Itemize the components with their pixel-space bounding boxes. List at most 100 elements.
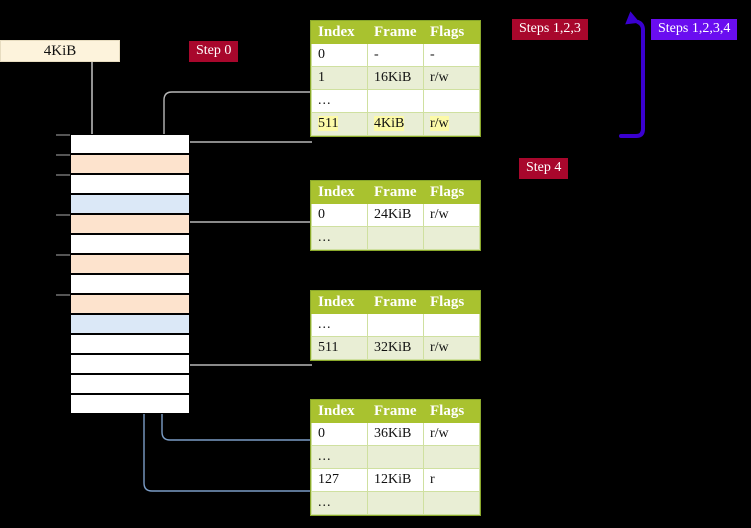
table-cell-frame <box>367 445 424 469</box>
memory-frame-row <box>56 294 190 314</box>
table-cell-frame: 24KiB <box>367 203 424 227</box>
table-row: 0 - - <box>311 43 480 67</box>
table-cell-index: ... <box>311 491 368 515</box>
table-cell-frame <box>367 313 424 337</box>
table-cell-flags: r <box>423 468 480 492</box>
table-cell-frame: 16KiB <box>367 66 424 90</box>
cell-value: 1 <box>318 70 325 85</box>
ellipsis-label: ... <box>318 317 332 332</box>
table-row: ... <box>311 445 480 469</box>
table-row: 1 16KiB r/w <box>311 66 480 90</box>
table-cell-index: 127 <box>311 468 368 492</box>
table-cell-frame: 12KiB <box>367 468 424 492</box>
cell-value: 16KiB <box>374 70 412 85</box>
memory-frame-row <box>56 154 190 174</box>
cell-value: r/w <box>430 70 449 85</box>
column-header-flags: Flags <box>423 21 480 44</box>
memory-frame-row <box>70 274 190 294</box>
cell-value: r/w <box>430 116 449 131</box>
table-cell-frame: 4KiB <box>367 112 424 136</box>
badge-step-4: Step 4 <box>519 158 569 179</box>
table-row: 0 36KiB r/w <box>311 422 480 446</box>
wire-table2-row511-to-memory <box>175 305 312 366</box>
cell-value: 24KiB <box>374 207 412 222</box>
table-cell-index: 0 <box>311 203 368 227</box>
table-row: 511 4KiB r/w <box>311 112 480 136</box>
column-header-frame: Frame <box>367 400 424 423</box>
wire-table0-row511-to-memory <box>175 141 312 217</box>
column-header-frame: Frame <box>367 181 424 204</box>
cell-value: 511 <box>318 340 339 355</box>
column-header-flags: Flags <box>423 291 480 314</box>
table-cell-flags <box>423 313 480 337</box>
table-cell-index: ... <box>311 445 368 469</box>
ellipsis-label: ... <box>318 449 332 464</box>
cell-value: 511 <box>318 116 339 131</box>
memory-frame-row <box>56 134 190 154</box>
cell-value: 12KiB <box>374 472 412 487</box>
table-cell-index: ... <box>311 89 368 113</box>
frame-size-box: 4KiB <box>0 40 120 62</box>
cell-value: 0 <box>318 207 325 222</box>
ellipsis-label: ... <box>318 230 332 245</box>
memory-frame-row <box>70 334 190 354</box>
memory-frame-row <box>56 214 190 234</box>
table-cell-flags <box>423 445 480 469</box>
memory-frame-row <box>70 314 190 334</box>
cell-value: 0 <box>318 47 325 62</box>
column-header-index: Index <box>311 291 368 314</box>
cell-value: r/w <box>430 426 449 441</box>
column-header-index: Index <box>311 181 368 204</box>
badge-steps-123: Steps 1,2,3 <box>512 19 588 40</box>
table-cell-index: 0 <box>311 422 368 446</box>
column-header-frame: Frame <box>367 21 424 44</box>
cell-value: r/w <box>430 340 449 355</box>
memory-frame-row <box>70 374 190 394</box>
cell-value: r <box>430 472 435 487</box>
table-cell-index: 511 <box>311 336 368 360</box>
memory-frame-row <box>70 394 190 414</box>
cell-value: - <box>430 47 435 62</box>
table-cell-index: 511 <box>311 112 368 136</box>
table-cell-frame: - <box>367 43 424 67</box>
bracket-steps-1234 <box>619 11 645 138</box>
table-row: ... <box>311 313 480 337</box>
memory-row-tick <box>56 154 70 156</box>
wire-table1-row0-to-memory <box>175 221 312 257</box>
table-row: 127 12KiB r <box>311 468 480 492</box>
column-header-flags: Flags <box>423 400 480 423</box>
table-cell-flags: r/w <box>423 422 480 446</box>
table-cell-frame <box>367 89 424 113</box>
table-cell-frame <box>367 226 424 250</box>
ellipsis-label: ... <box>318 495 332 510</box>
column-header-index: Index <box>311 400 368 423</box>
memory-frame-row <box>70 234 190 254</box>
cell-value: - <box>374 47 379 62</box>
memory-row-tick <box>56 134 70 136</box>
cell-value: 127 <box>318 472 339 487</box>
memory-row-tick <box>56 214 70 216</box>
badge-step-0: Step 0 <box>189 41 239 62</box>
cell-value: r/w <box>430 207 449 222</box>
memory-row-tick <box>56 254 70 256</box>
memory-frame-row <box>70 194 190 214</box>
cell-value: 4KiB <box>374 116 405 131</box>
table-cell-flags <box>423 491 480 515</box>
physical-memory-column <box>56 134 190 414</box>
table-cell-index: ... <box>311 313 368 337</box>
ellipsis-label: ... <box>318 93 332 108</box>
column-header-flags: Flags <box>423 181 480 204</box>
cell-value: 32KiB <box>374 340 412 355</box>
table-row: ... <box>311 226 480 250</box>
table-cell-frame: 32KiB <box>367 336 424 360</box>
cell-value: 36KiB <box>374 426 412 441</box>
